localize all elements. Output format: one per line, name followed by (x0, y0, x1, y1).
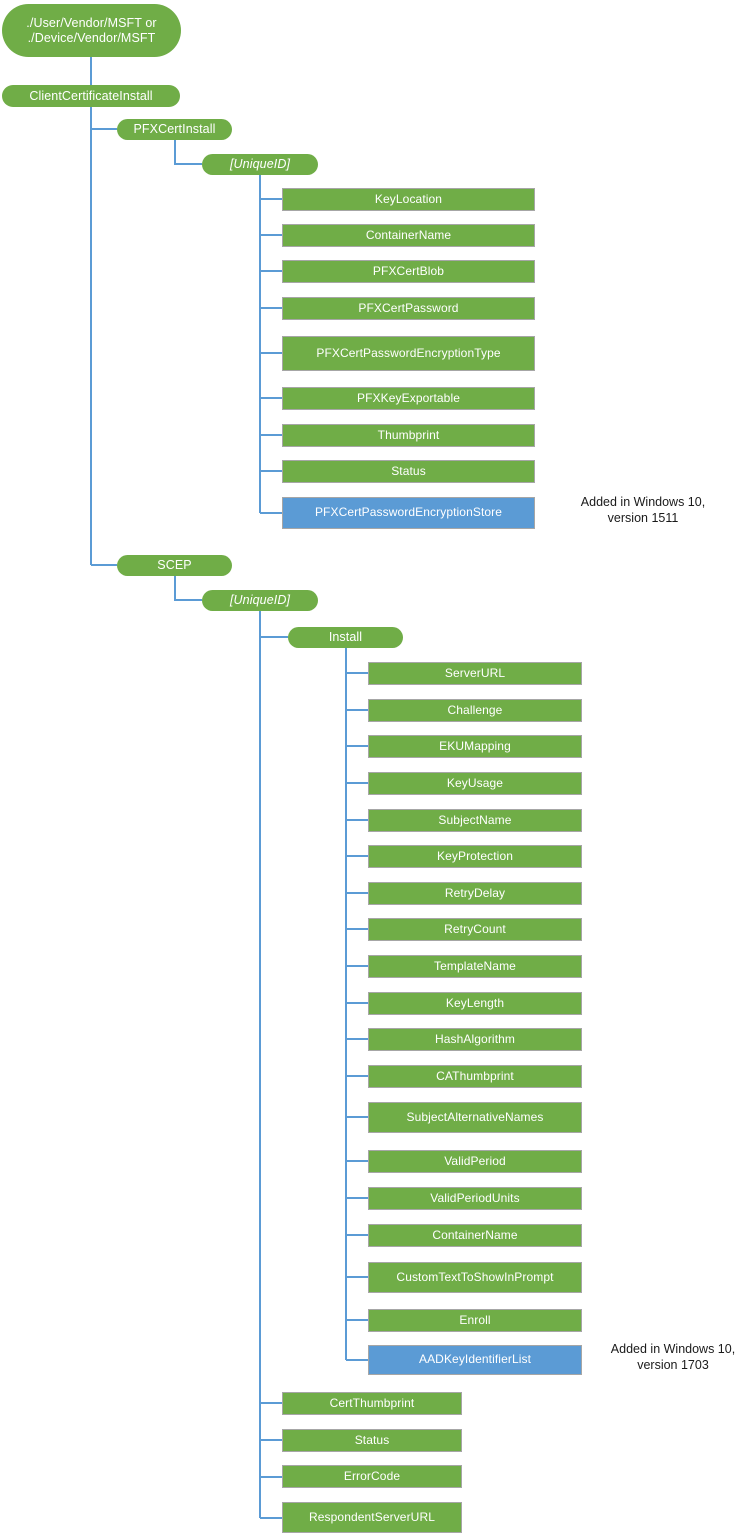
node-hash-algorithm[interactable]: HashAlgorithm (368, 1028, 582, 1051)
node-subject-name[interactable]: SubjectName (368, 809, 582, 832)
node-key-location[interactable]: KeyLocation (282, 188, 535, 211)
node-thumbprint[interactable]: Thumbprint (282, 424, 535, 447)
node-key-usage[interactable]: KeyUsage (368, 772, 582, 795)
node-retry-delay[interactable]: RetryDelay (368, 882, 582, 905)
node-ca-thumbprint[interactable]: CAThumbprint (368, 1065, 582, 1088)
node-scep[interactable]: SCEP (117, 555, 232, 576)
node-aad-key-identifier-list[interactable]: AADKeyIdentifierList (368, 1345, 582, 1375)
node-container-name-scep[interactable]: ContainerName (368, 1224, 582, 1247)
node-valid-period[interactable]: ValidPeriod (368, 1150, 582, 1173)
node-client-certificate-install[interactable]: ClientCertificateInstall (2, 85, 180, 107)
node-challenge[interactable]: Challenge (368, 699, 582, 722)
node-template-name[interactable]: TemplateName (368, 955, 582, 978)
node-status-pfx[interactable]: Status (282, 460, 535, 483)
node-pfx-unique-id[interactable]: [UniqueID] (202, 154, 318, 175)
node-eku-mapping[interactable]: EKUMapping (368, 735, 582, 758)
node-root[interactable]: ./User/Vendor/MSFT or ./Device/Vendor/MS… (2, 4, 181, 57)
note-added-1703: Added in Windows 10, version 1703 (610, 1342, 736, 1372)
node-install[interactable]: Install (288, 627, 403, 648)
node-subject-alternative-names[interactable]: SubjectAlternativeNames (368, 1102, 582, 1133)
node-valid-period-units[interactable]: ValidPeriodUnits (368, 1187, 582, 1210)
node-retry-count[interactable]: RetryCount (368, 918, 582, 941)
node-pfx-cert-install[interactable]: PFXCertInstall (117, 119, 232, 140)
node-cert-thumbprint[interactable]: CertThumbprint (282, 1392, 462, 1415)
node-key-protection[interactable]: KeyProtection (368, 845, 582, 868)
node-server-url[interactable]: ServerURL (368, 662, 582, 685)
node-error-code[interactable]: ErrorCode (282, 1465, 462, 1488)
node-pfx-cert-password[interactable]: PFXCertPassword (282, 297, 535, 320)
node-enroll[interactable]: Enroll (368, 1309, 582, 1332)
node-scep-unique-id[interactable]: [UniqueID] (202, 590, 318, 611)
note-added-1511: Added in Windows 10, version 1511 (580, 495, 706, 525)
node-pfx-cert-password-encryption-store[interactable]: PFXCertPasswordEncryptionStore (282, 497, 535, 529)
node-container-name[interactable]: ContainerName (282, 224, 535, 247)
node-pfx-key-exportable[interactable]: PFXKeyExportable (282, 387, 535, 410)
node-respondent-server-url[interactable]: RespondentServerURL (282, 1502, 462, 1533)
node-custom-text-to-show-in-prompt[interactable]: CustomTextToShowInPrompt (368, 1262, 582, 1293)
node-pfx-cert-password-encryption-type[interactable]: PFXCertPasswordEncryptionType (282, 336, 535, 371)
node-pfx-cert-blob[interactable]: PFXCertBlob (282, 260, 535, 283)
node-status-scep[interactable]: Status (282, 1429, 462, 1452)
node-key-length[interactable]: KeyLength (368, 992, 582, 1015)
